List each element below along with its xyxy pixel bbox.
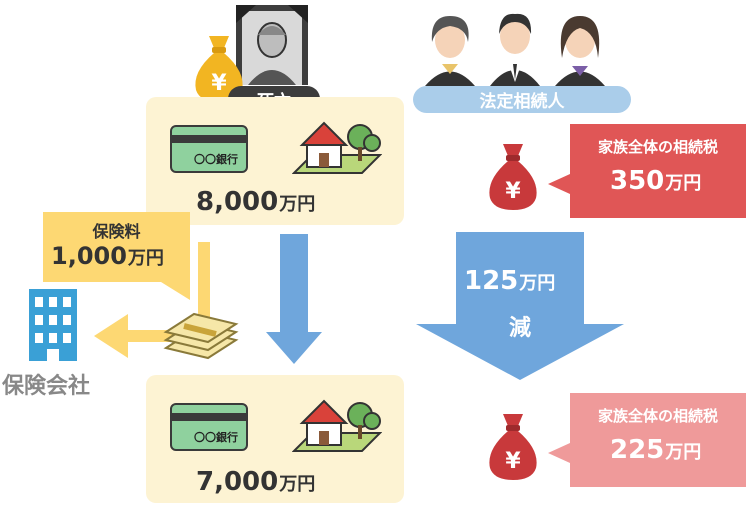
bank-card-label: 〇〇銀行 <box>194 431 238 444</box>
heirs-text: 法定相続人 <box>479 92 565 112</box>
portrait-icon <box>236 5 308 85</box>
tax-before-title: 家族全体の相続税 <box>597 138 718 156</box>
premium-value: 1,000 <box>51 242 127 270</box>
tax-before-unit: 万円 <box>665 173 702 194</box>
money-bag-yen-icon: ¥ <box>484 412 542 480</box>
svg-text:¥: ¥ <box>505 179 521 204</box>
svg-text:¥: ¥ <box>211 71 227 96</box>
svg-text:¥: ¥ <box>505 449 521 474</box>
tax-after-title: 家族全体の相続税 <box>597 407 718 425</box>
building-icon <box>29 289 77 361</box>
insurance-company-label: 保険会社 <box>2 374 91 399</box>
tax-after-unit: 万円 <box>665 442 702 463</box>
bank-card-label: 〇〇銀行 <box>194 153 238 166</box>
tax-before-value: 350 <box>610 166 665 196</box>
assets-after-unit: 万円 <box>279 474 316 495</box>
assets-before-unit: 万円 <box>279 194 316 215</box>
bank-card-icon: 〇〇銀行 <box>170 125 248 173</box>
assets-down-arrow <box>266 234 322 366</box>
premium-title: 保険料 <box>92 222 141 241</box>
house-icon <box>292 115 382 177</box>
heirs-label: 法定相続人 <box>413 86 631 113</box>
money-bag-yen-icon: ¥ <box>484 142 542 210</box>
cash-stack-icon <box>162 308 240 362</box>
reduction-value: 125 <box>464 266 519 296</box>
assets-before-value: 8,000 <box>196 187 279 217</box>
assets-after-value: 7,000 <box>196 467 279 497</box>
tax-after-value: 225 <box>610 435 665 465</box>
reduction-unit: 万円 <box>519 273 556 294</box>
bank-card-icon: 〇〇銀行 <box>170 403 248 451</box>
house-icon <box>292 393 382 455</box>
reduction-word: 減 <box>508 316 531 341</box>
premium-unit: 万円 <box>127 248 164 269</box>
family-icon <box>420 2 610 86</box>
